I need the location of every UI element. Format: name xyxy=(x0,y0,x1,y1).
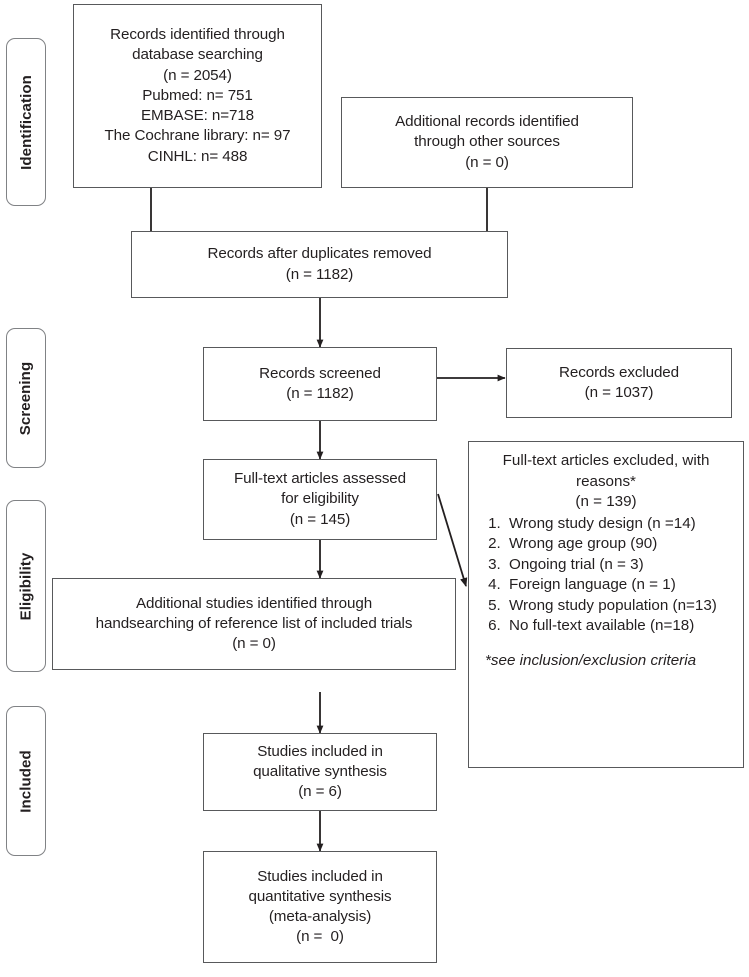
quantitative-line-4: (n = 0) xyxy=(296,928,344,946)
additional-studies-line-1: Additional studies identified through xyxy=(135,594,373,612)
reason-item: Wrong study design (n =14) xyxy=(505,514,733,535)
box-additional-studies: Additional studies identified through ha… xyxy=(52,578,456,670)
reason-item: Wrong age group (90) xyxy=(505,534,733,555)
stage-included: Included xyxy=(6,706,46,856)
stage-identification: Identification xyxy=(6,38,46,206)
records-screened-line-2: (n = 1182) xyxy=(286,385,354,402)
additional-records-line-2: through other sources xyxy=(414,133,560,151)
records-excluded-line-1: Records excluded xyxy=(559,363,679,381)
records-identified-line-5: EMBASE: n=718 xyxy=(140,107,255,125)
quantitative-line-2: quantitative synthesis xyxy=(248,887,392,905)
qualitative-line-3: (n = 6) xyxy=(298,783,342,801)
reason-item: No full-text available (n=18) xyxy=(505,616,733,637)
box-fulltext-excluded-reasons: Full-text articles excluded, with reason… xyxy=(468,441,744,768)
additional-studies-line-2: handsearching of reference list of inclu… xyxy=(95,614,413,632)
reason-item: Wrong study population (n=13) xyxy=(505,596,733,617)
box-additional-records: Additional records identified through ot… xyxy=(341,97,633,188)
quantitative-line-1: Studies included in xyxy=(257,867,383,885)
records-identified-line-4: Pubmed: n= 751 xyxy=(142,86,253,104)
stage-screening: Screening xyxy=(6,328,46,468)
after-duplicates-line-1: Records after duplicates removed xyxy=(207,245,432,263)
additional-records-line-3: (n = 0) xyxy=(465,153,509,171)
stage-label-included: Included xyxy=(17,749,35,813)
records-identified-line-6: The Cochrane library: n= 97 xyxy=(104,127,291,145)
records-excluded-line-2: (n = 1037) xyxy=(584,384,654,401)
box-records-after-duplicates: Records after duplicates removed (n = 11… xyxy=(131,231,508,298)
after-duplicates-line-2: (n = 1182) xyxy=(285,265,354,283)
reason-item: Foreign language (n = 1) xyxy=(505,575,733,596)
reason-item: Ongoing trial (n = 3) xyxy=(505,555,733,576)
fulltext-excluded-heading: Full-text articles excluded, with reason… xyxy=(502,452,710,511)
records-identified-line-1: Records identified through xyxy=(110,26,285,44)
box-quantitative-synthesis: Studies included in quantitative synthes… xyxy=(203,851,437,963)
box-fulltext-assessed: Full-text articles assessed for eligibil… xyxy=(203,459,437,540)
records-identified-line-7: CINHL: n= 488 xyxy=(147,147,248,165)
box-records-screened: Records screened (n = 1182) xyxy=(203,347,437,421)
quantitative-line-3: (meta-analysis) xyxy=(268,908,372,925)
records-identified-line-3: (n = 2054) xyxy=(163,66,232,84)
fulltext-excluded-footnote: *see inclusion/exclusion criteria xyxy=(485,651,697,669)
fulltext-excluded-reason-list: Wrong study design (n =14) Wrong age gro… xyxy=(479,514,733,637)
fulltext-assessed-line-1: Full-text articles assessed xyxy=(233,470,407,488)
stage-label-eligibility: Eligibility xyxy=(17,552,35,620)
stage-eligibility: Eligibility xyxy=(6,500,46,672)
box-qualitative-synthesis: Studies included in qualitative synthesi… xyxy=(203,733,437,811)
additional-studies-line-3: (n = 0) xyxy=(232,635,276,653)
stage-label-screening: Screening xyxy=(17,361,35,435)
records-identified-line-2: database searching xyxy=(132,46,263,64)
fulltext-assessed-line-3: (n = 145) xyxy=(289,510,351,528)
box-records-identified: Records identified through database sear… xyxy=(73,4,322,188)
box-records-excluded: Records excluded (n = 1037) xyxy=(506,348,732,418)
stage-label-identification: Identification xyxy=(17,74,35,170)
fulltext-assessed-line-2: for eligibility xyxy=(281,490,359,508)
connector-fulltext-to-excluded-reasons xyxy=(437,493,468,587)
qualitative-line-1: Studies included in xyxy=(257,742,383,760)
records-screened-line-1: Records screened xyxy=(259,364,381,382)
additional-records-line-1: Additional records identified xyxy=(395,113,579,131)
qualitative-line-2: qualitative synthesis xyxy=(253,762,387,780)
